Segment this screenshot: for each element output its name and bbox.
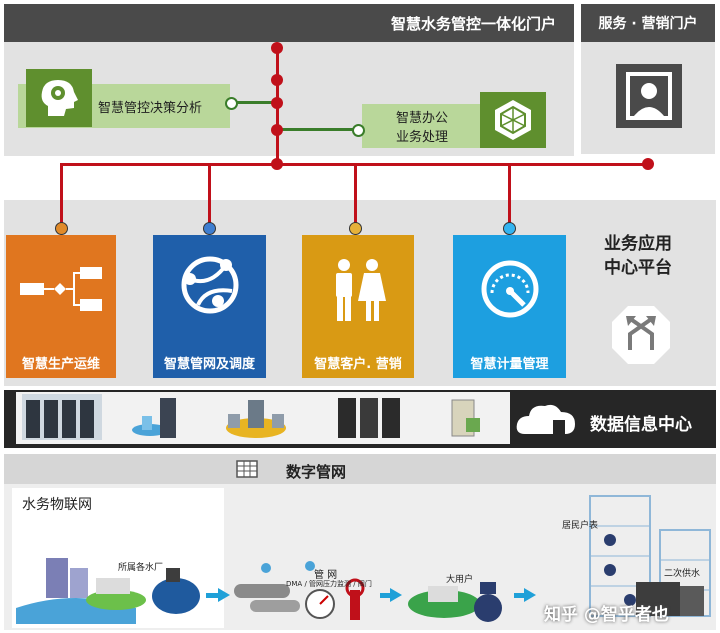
large-user-icon <box>404 564 514 628</box>
computer-tower-icon <box>446 396 486 438</box>
tile-dot <box>503 222 516 235</box>
platform-title-line2: 中心平台 <box>604 258 672 278</box>
people-icon <box>328 257 388 327</box>
node-dot <box>271 97 283 109</box>
iot-title: 水务物联网 <box>22 497 92 513</box>
node-dot <box>271 42 283 54</box>
water-plant-icon <box>16 548 206 624</box>
drop-line <box>508 163 511 225</box>
node-dot <box>225 97 238 110</box>
arrow-3 <box>514 588 536 602</box>
resident-label: 居民户表 <box>562 521 599 531</box>
tile-pipe-network-label: 智慧管网及调度 <box>163 357 255 372</box>
arrow-1 <box>206 588 230 602</box>
arrow-2 <box>380 588 402 602</box>
network-header <box>4 454 716 484</box>
tile-production[interactable]: 智慧生产运维 <box>6 235 116 378</box>
grid-table-icon <box>236 460 258 478</box>
server-cabinets-icon <box>336 394 402 440</box>
server-cloud-icon <box>130 394 190 440</box>
watermark: 知乎 @智乎者也 <box>544 605 669 625</box>
tile-customer[interactable]: 智慧客户. 营销 <box>302 235 414 378</box>
flowchart-icon <box>16 263 106 321</box>
cloud-icon <box>515 400 579 438</box>
node-dot <box>271 124 283 136</box>
tile-metering-label: 智慧计量管理 <box>470 357 549 372</box>
office-business-item[interactable]: 智慧办公 业务处理 <box>362 104 482 148</box>
node-dot <box>642 158 654 170</box>
globe-network-icon <box>176 251 244 323</box>
tile-dot <box>55 222 68 235</box>
storage-hub-icon <box>224 394 288 440</box>
plant-label: 所属各水厂 <box>118 563 164 573</box>
network-hexagon-icon <box>480 92 546 148</box>
portal-title: 智慧水务管控一体化门户 <box>390 14 556 33</box>
service-portal-title: 服务 · 营销门户 <box>598 16 698 32</box>
drop-line <box>354 163 357 225</box>
drop-line <box>208 163 211 225</box>
tile-customer-label: 智慧客户. 营销 <box>314 357 402 372</box>
user-portrait-icon[interactable] <box>616 64 682 128</box>
merge-arrows-icon <box>610 304 672 366</box>
platform-title: 业务应用 中心平台 <box>604 232 672 280</box>
gauge-icon <box>478 257 542 325</box>
decision-analysis-label: 智慧管控决策分析 <box>98 100 203 116</box>
platform-title-line1: 业务应用 <box>604 234 672 254</box>
branch-right-line <box>277 128 357 131</box>
office-label-1: 智慧办公 <box>395 111 448 126</box>
office-label-2: 业务处理 <box>395 130 448 145</box>
tile-dot <box>349 222 362 235</box>
tile-production-label: 智慧生产运维 <box>21 357 100 372</box>
node-dot <box>352 124 365 137</box>
service-portal-header: 服务 · 营销门户 <box>581 4 715 42</box>
network-title: 数字管网 <box>286 463 347 481</box>
tile-dot <box>203 222 216 235</box>
brain-head-icon <box>26 69 92 127</box>
tile-pipe-network[interactable]: 智慧管网及调度 <box>153 235 266 378</box>
server-racks-icon <box>22 394 102 440</box>
tile-metering[interactable]: 智慧计量管理 <box>453 235 566 378</box>
pipe-network-icon <box>230 560 380 628</box>
dma-label: DMA / 管网压力监测 / 阀门 <box>286 580 372 588</box>
supply-label: 二次供水 <box>664 569 701 579</box>
portal-header: 智慧水务管控一体化门户 <box>4 4 574 42</box>
node-dot <box>271 158 283 170</box>
drop-line <box>60 163 63 225</box>
datacenter-title: 数据信息中心 <box>590 415 692 435</box>
user-label: 大用户 <box>446 575 474 585</box>
resident-building-icon <box>540 490 716 628</box>
node-dot <box>271 74 283 86</box>
branch-left-line <box>230 101 278 104</box>
pipe-label: 管 网 <box>314 570 338 581</box>
